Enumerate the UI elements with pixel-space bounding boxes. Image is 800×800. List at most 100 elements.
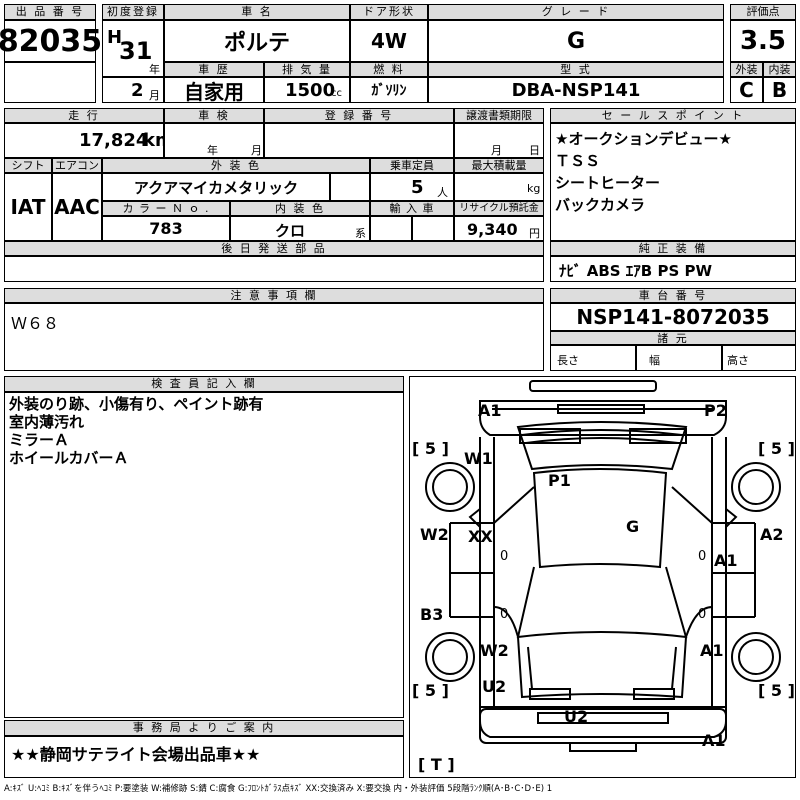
caution-label: 注 意 事 項 欄 xyxy=(4,288,544,303)
max-load-cell: kg xyxy=(454,173,544,201)
recycle-fee: 9,340 xyxy=(467,220,518,239)
aircon-label: エアコン xyxy=(52,158,102,173)
color-number: 783 xyxy=(102,216,230,241)
lot-blank xyxy=(4,62,96,103)
displacement-cell: 1500 cc xyxy=(264,77,350,103)
inspection-label: 車 検 xyxy=(164,108,264,123)
office-notice: ★★静岡サテライト会場出品車★★ xyxy=(4,736,404,778)
model-code: DBA-NSP141 xyxy=(428,77,724,103)
overall-score: 3.5 xyxy=(730,20,796,62)
mileage-cell: 17,824 km xyxy=(4,123,174,158)
displacement-unit: cc xyxy=(331,88,342,99)
damage-right-side: A1 xyxy=(714,551,738,570)
mileage: 17,824 xyxy=(79,130,149,151)
exterior-grade: C xyxy=(730,77,763,103)
lot-number: 82035 xyxy=(0,20,102,62)
color-number-label: カ ラ ー Ｎ ｏ . xyxy=(102,201,230,216)
max-load-label: 最大積載量 xyxy=(454,158,544,173)
tire-tread-front-right: [ 5 ] xyxy=(758,439,795,458)
mileage-label: 走 行 xyxy=(4,108,164,123)
fuel-label: 燃 料 xyxy=(350,62,428,77)
exterior-color-label: 外 装 色 xyxy=(102,158,370,173)
damage-front-door-left: W2 xyxy=(420,525,449,544)
first-registration-year: H 31 年 xyxy=(102,20,164,77)
damage-rear-fender-right: A1 xyxy=(700,641,724,660)
registration-number xyxy=(264,123,454,158)
damage-rear-bumper-right: A1 xyxy=(702,731,726,750)
interior-color-label: 内 装 色 xyxy=(230,201,370,216)
lot-number-label: 出 品 番 号 xyxy=(4,4,96,20)
selling-point: ★オークションデビュー★ xyxy=(555,130,732,148)
mark-zero: 0 xyxy=(698,549,707,564)
import-label: 輸 入 車 xyxy=(370,201,454,216)
inspector-note: ホイールカバーＡ xyxy=(9,449,129,467)
mark-zero: 0 xyxy=(500,607,509,622)
first-registration-month: 2 月 xyxy=(102,77,164,103)
shift: IAT xyxy=(4,173,52,241)
transfer-deadline-label: 譲渡書類期限 xyxy=(454,108,544,123)
shift-label: シフト xyxy=(4,158,52,173)
capacity-cell: 5 人 xyxy=(370,173,454,201)
width-label: 幅 xyxy=(636,345,722,371)
inspector-note: 外装のり跡、小傷有り、ペイント跡有 xyxy=(9,395,264,413)
month: 2 xyxy=(131,80,144,101)
inspector-note: ミラーＡ xyxy=(9,431,70,449)
transfer-deadline-cell: 月 日 xyxy=(454,123,544,158)
damage-windshield: G xyxy=(626,517,640,536)
damage-rear-fender-left: W2 xyxy=(480,641,509,660)
year-unit: 年 xyxy=(149,63,160,76)
damage-rear-door-left: B3 xyxy=(420,605,444,624)
inspector-note: 室内薄汚れ xyxy=(9,413,85,431)
damage-hood: P1 xyxy=(548,471,571,490)
import-cell-2 xyxy=(412,216,454,241)
recycle-fee-label: リサイクル預託金 xyxy=(454,201,544,216)
transfer-day-unit: 日 xyxy=(529,144,540,157)
history-label: 車 歴 xyxy=(164,62,264,77)
spare-tire-tread: [ T ] xyxy=(418,755,455,774)
legend: A:ｷｽﾞ U:ﾍｺﾐ B:ｷｽﾞを伴うﾍｺﾐ P:要塗装 W:補修跡 S:錆 … xyxy=(4,784,553,794)
equipment: ﾅﾋﾞ ABS ｴｱB PS PW xyxy=(550,256,796,282)
interior-grade-label: 内装 xyxy=(763,62,796,77)
interior-grade: B xyxy=(763,77,796,103)
displacement: 1500 xyxy=(285,80,336,101)
capacity-unit: 人 xyxy=(437,186,448,199)
equipment-label: 純 正 装 備 xyxy=(550,241,796,256)
recycle-fee-cell: 9,340 円 xyxy=(454,216,544,241)
damage-front-bumper-left: A1 xyxy=(478,401,502,420)
interior-color-unit: 系 xyxy=(355,227,366,240)
door-label: ドア形状 xyxy=(350,4,428,20)
exterior-grade-label: 外装 xyxy=(730,62,763,77)
caution: Ｗ６８ xyxy=(4,303,544,371)
inspector-notes-label: 検 査 員 記 入 欄 xyxy=(4,376,404,392)
door-type: 4W xyxy=(350,20,428,62)
first-registration-label: 初度登録 xyxy=(102,4,164,20)
era: H xyxy=(107,27,123,48)
fuel: ｶﾞｿﾘﾝ xyxy=(350,77,428,103)
recycle-fee-unit: 円 xyxy=(529,227,540,240)
inspection-month-unit: 月 xyxy=(251,144,262,157)
chassis-number-label: 車 台 番 号 xyxy=(550,288,796,303)
selling-point: シートヒーター xyxy=(555,174,661,192)
grade-label: グ レ ー ド xyxy=(428,4,724,20)
history: 自家用 xyxy=(164,77,264,104)
dimensions-label: 諸 元 xyxy=(550,331,796,345)
tire-tread-rear-left: [ 5 ] xyxy=(412,681,449,700)
damage-replaced-panel: XX xyxy=(468,527,493,546)
month-unit: 月 xyxy=(149,89,160,102)
capacity-label: 乗車定員 xyxy=(370,158,454,173)
tire-tread-rear-right: [ 5 ] xyxy=(758,681,795,700)
inspection-year-unit: 年 xyxy=(207,144,218,157)
tire-tread-front-left: [ 5 ] xyxy=(412,439,449,458)
selling-points: ★オークションデビュー★ ＴＳＳ シートヒーター バックカメラ xyxy=(550,123,796,241)
import-cell-1 xyxy=(370,216,412,241)
aircon: AAC xyxy=(52,173,102,241)
office-notice-label: 事 務 局 よ り ご 案 内 xyxy=(4,720,404,736)
interior-color-cell: クロ 系 xyxy=(230,216,370,241)
mark-zero: 0 xyxy=(698,607,707,622)
damage-front-bumper-right: P2 xyxy=(704,401,727,420)
exterior-color: アクアマイカメタリック xyxy=(102,173,330,201)
car-outline-diagram xyxy=(425,380,781,752)
later-parts xyxy=(4,256,544,282)
inspector-notes: 外装のり跡、小傷有り、ペイント跡有 室内薄汚れ ミラーＡ ホイールカバーＡ xyxy=(4,392,404,718)
score-label: 評価点 xyxy=(730,4,796,20)
